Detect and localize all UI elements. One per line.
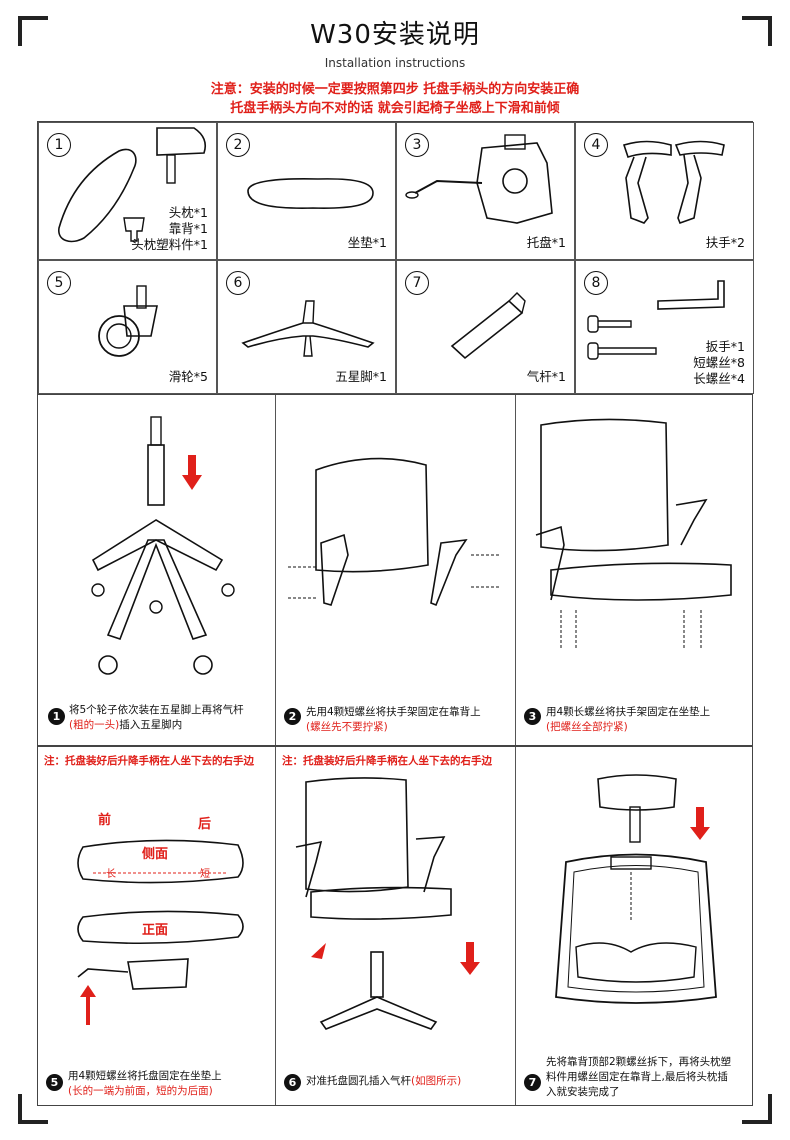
- step-cell-2: 2 先用4颗短螺丝将扶手架固定在靠背上(螺丝先不要拧紧): [276, 395, 516, 745]
- step-text: 将5个轮子依次装在五星脚上再将气杆(粗的一头)插入五星脚内: [69, 704, 244, 731]
- notice-line-1: 注意：安装的时候一定要按照第四步 托盘手柄头的方向安装正确: [210, 82, 580, 97]
- step3-seat-illustration: [535, 418, 732, 650]
- part-number: 6: [226, 271, 250, 295]
- step-number: 1: [48, 708, 65, 725]
- corner-mark: [768, 16, 772, 46]
- step7-headrest-illustration: [555, 774, 717, 1004]
- step2-armrest-illustration: [288, 457, 501, 607]
- step-number: 2: [284, 708, 301, 725]
- step1-base-illustration: [91, 416, 235, 675]
- top-face-label: 正面: [142, 923, 169, 938]
- part-cell-2: 2 坐垫*1: [217, 122, 396, 260]
- long-label: 长: [106, 869, 116, 880]
- front-label: 前: [98, 813, 112, 828]
- five-star-base-illustration: [241, 300, 375, 357]
- part-number: 5: [47, 271, 71, 295]
- corner-mark: [742, 16, 772, 20]
- headrest-backrest-illustration: [58, 127, 207, 243]
- part-label: 五星脚*1: [335, 369, 387, 384]
- tray-mechanism-illustration: [405, 134, 553, 224]
- part-label: 坐垫*1: [347, 235, 387, 250]
- part-number: 1: [47, 133, 71, 157]
- side-label: 侧面: [142, 847, 169, 862]
- part-label: 托盘*1: [526, 235, 566, 250]
- step-text: 对准托盘圆孔插入气杆(如图所示): [306, 1075, 462, 1087]
- part-cell-3: 3 托盘*1: [396, 122, 575, 260]
- page-subtitle: Installation instructions: [324, 56, 466, 70]
- notice-line-2: 托盘手柄头方向不对的话 就会引起椅子坐感上下滑和前倾: [230, 101, 560, 116]
- step-text: 用4颗短螺丝将托盘固定在坐垫上(长的一端为前面，短的为后面): [68, 1070, 222, 1097]
- part-label: 滑轮*5: [168, 369, 208, 384]
- part-number: 7: [405, 271, 429, 295]
- step-cell-5: 注：托盘装好后升降手柄在人坐下去的右手边 前 后 侧面 长 短 正面 5 用4颗…: [38, 747, 276, 1105]
- wrench-screws-illustration: [587, 280, 725, 360]
- armrests-illustration: [622, 140, 725, 225]
- steps-row-2: 注：托盘装好后升降手柄在人坐下去的右手边 前 后 侧面 长 短 正面 5 用4颗…: [37, 746, 753, 1106]
- step-number: 6: [284, 1074, 301, 1091]
- step-text: 先用4颗短螺丝将扶手架固定在靠背上(螺丝先不要拧紧): [306, 706, 481, 733]
- step-cell-3: 3 用4颗长螺丝将扶手架固定在坐垫上(把螺丝全部拧紧): [516, 395, 752, 745]
- corner-mark: [18, 1120, 48, 1124]
- gas-lift-illustration: [450, 292, 526, 360]
- seat-cushion-illustration: [247, 178, 374, 209]
- step-number: 7: [524, 1074, 541, 1091]
- step-note: 注：托盘装好后升降手柄在人坐下去的右手边: [44, 755, 254, 767]
- step-cell-6: 注：托盘装好后升降手柄在人坐下去的右手边 6 对准托盘圆孔插入气杆(如图所示): [276, 747, 516, 1105]
- back-label: 后: [198, 817, 212, 832]
- part-number: 3: [405, 133, 429, 157]
- part-number: 2: [226, 133, 250, 157]
- part-cell-5: 5 滑轮*5: [38, 260, 217, 394]
- step-number: 3: [524, 708, 541, 725]
- corner-mark: [18, 1094, 22, 1124]
- steps-row-1: 1 将5个轮子依次装在五星脚上再将气杆(粗的一头)插入五星脚内 2 先用4颗短螺…: [37, 394, 753, 746]
- part-number: 4: [584, 133, 608, 157]
- step5-tray-illustration: [77, 839, 244, 1025]
- step-cell-1: 1 将5个轮子依次装在五星脚上再将气杆(粗的一头)插入五星脚内: [38, 395, 276, 745]
- corner-mark: [768, 1094, 772, 1124]
- short-label: 短: [200, 869, 210, 880]
- corner-mark: [742, 1120, 772, 1124]
- step-text: 用4颗长螺丝将扶手架固定在坐垫上(把螺丝全部拧紧): [546, 706, 711, 733]
- step-note: 注：托盘装好后升降手柄在人坐下去的右手边: [282, 755, 492, 767]
- part-cell-6: 6 五星脚*1: [217, 260, 396, 394]
- page-title: W30安装说明: [310, 20, 480, 50]
- part-label: 气杆*1: [526, 369, 566, 384]
- part-label: 扶手*2: [705, 235, 745, 250]
- step-number: 5: [46, 1074, 63, 1091]
- caster-wheel-illustration: [98, 285, 158, 357]
- corner-mark: [18, 16, 22, 46]
- part-cell-7: 7 气杆*1: [396, 260, 575, 394]
- part-number: 8: [584, 271, 608, 295]
- step6-gaslift-illustration: [295, 777, 480, 1030]
- part-cell-4: 4 扶手*2: [575, 122, 754, 260]
- step-text: 先将靠背顶部2颗螺丝拆下，再将头枕塑料件用螺丝固定在靠背上,最后将头枕插入就安装…: [546, 1056, 732, 1098]
- step-cell-7: 7 先将靠背顶部2颗螺丝拆下，再将头枕塑料件用螺丝固定在靠背上,最后将头枕插入就…: [516, 747, 752, 1105]
- corner-mark: [18, 16, 48, 20]
